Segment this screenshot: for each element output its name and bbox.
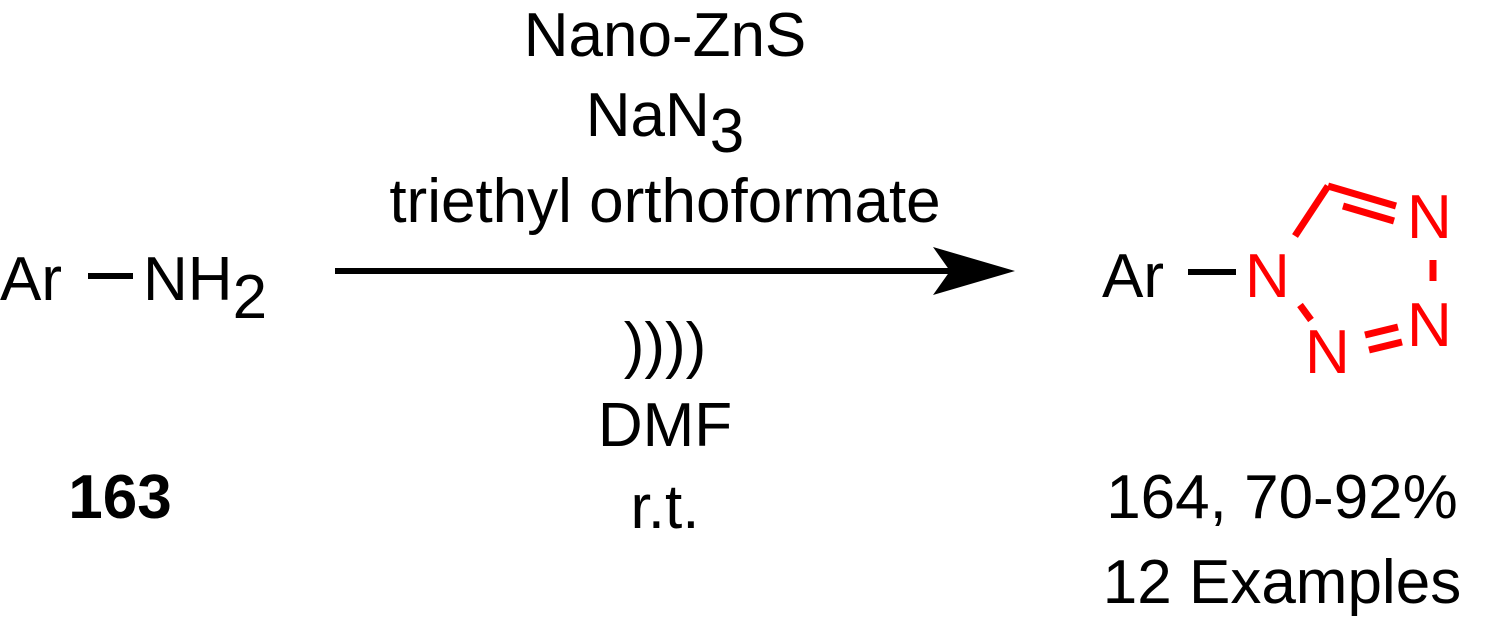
- reagent-line-1: Nano-ZnS: [524, 1, 807, 70]
- reactant-nh-label: NH2: [143, 245, 267, 332]
- product-compound-number: 164: [1106, 463, 1209, 532]
- product-structure: Ar N N N N: [1102, 182, 1452, 387]
- reagents-above: Nano-ZnS NaN3 triethyl orthoformate: [389, 1, 940, 236]
- reactant-compound-number: 163: [68, 463, 171, 532]
- ring-atom-n3: N: [1407, 291, 1452, 360]
- condition-temperature: r.t.: [631, 473, 700, 542]
- reagent-line-3: triethyl orthoformate: [389, 167, 940, 236]
- arrow-head: [933, 247, 1015, 295]
- ring-bond-n3-n2: [1364, 323, 1399, 339]
- ring-bond-n2-n1: [1297, 302, 1314, 323]
- product-ar-label: Ar: [1102, 242, 1164, 311]
- reaction-arrow: [335, 247, 1015, 295]
- reactant-ar-label: Ar: [0, 245, 62, 314]
- product-yield: , 70-92%: [1210, 463, 1458, 532]
- ring-bond-c5-n4-double: [1342, 202, 1395, 225]
- reagent-line-2-subscript: 3: [710, 97, 744, 166]
- ring-atom-n2: N: [1305, 318, 1350, 387]
- conditions-below: )))) DMF r.t.: [598, 311, 732, 542]
- reagent-line-2-main: NaN: [586, 81, 710, 150]
- reactant-structure: Ar NH2: [0, 245, 267, 332]
- tetrazole-ring: N N N N: [1245, 182, 1452, 387]
- ring-atom-n1: N: [1245, 242, 1290, 311]
- product-examples: 12 Examples: [1103, 548, 1461, 617]
- product-caption: 164, 70-92%: [1106, 463, 1458, 532]
- ultrasound-symbol: )))): [624, 311, 707, 380]
- ring-bond-n1-c5: [1292, 184, 1331, 238]
- reactant-nh-text: NH: [143, 245, 233, 314]
- condition-solvent: DMF: [598, 391, 732, 460]
- reagent-line-2: NaN3: [586, 81, 745, 166]
- ring-atom-n4: N: [1407, 183, 1452, 252]
- ring-bond-c5-n4: [1327, 182, 1397, 210]
- ring-bond-n3-n2-double: [1368, 338, 1403, 354]
- reactant-nh-subscript: 2: [233, 263, 267, 332]
